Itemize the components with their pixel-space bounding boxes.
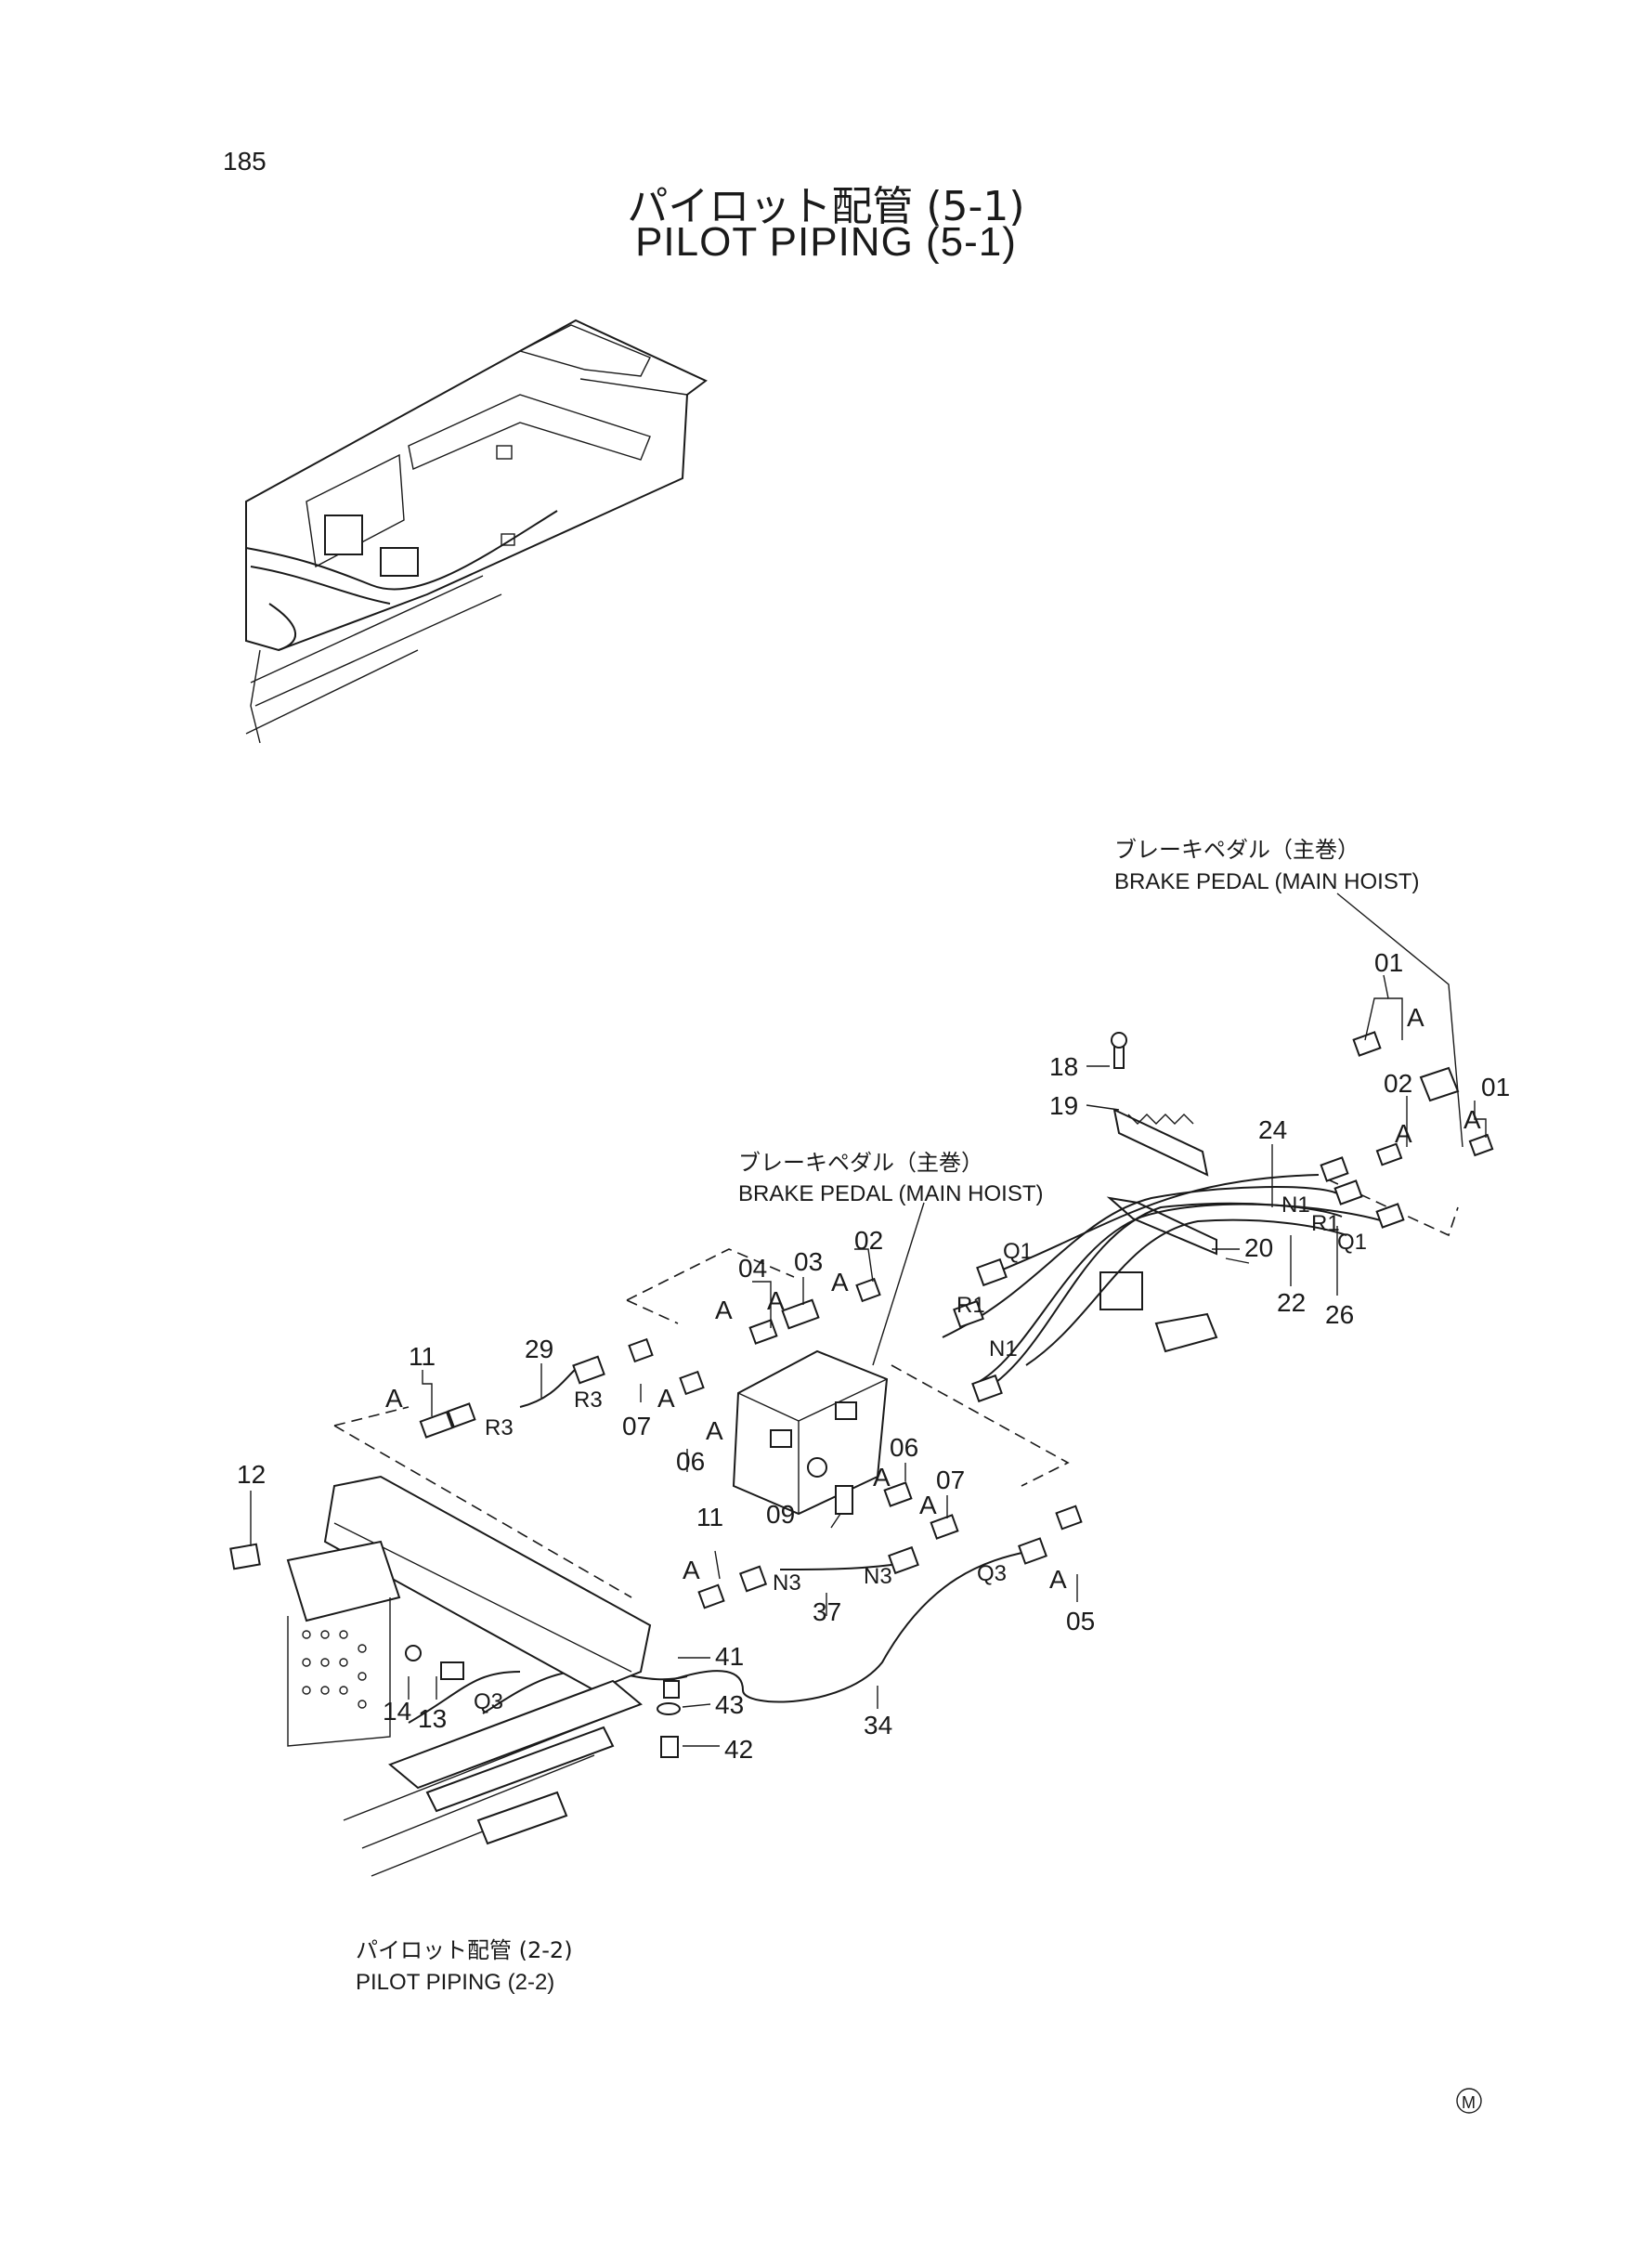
part-number: 34 [864, 1711, 892, 1739]
detail-marker-a: A [1049, 1565, 1067, 1594]
brake-valve-block [732, 1349, 889, 1516]
part-number: 24 [1258, 1115, 1287, 1144]
port-label: R1 [956, 1293, 985, 1318]
port-label: R1 [1311, 1211, 1340, 1236]
part-number: 11 [409, 1342, 436, 1371]
part-number: 07 [622, 1412, 651, 1440]
part-number: 01 [1481, 1073, 1510, 1101]
port-label: N3 [864, 1564, 892, 1589]
part-number: 14 [383, 1697, 411, 1726]
port-label: N1 [1281, 1192, 1310, 1218]
pilot-ref-jp: パイロット配管 (2-2) [356, 1937, 573, 1963]
fittings [229, 1031, 1494, 1758]
detail-marker-a: A [873, 1463, 891, 1492]
detail-marker-a: A [657, 1384, 675, 1413]
detail-marker-a: A [919, 1491, 937, 1519]
detail-markers: A A A A A A A A A A A A A [385, 1003, 1481, 1594]
part-number: 04 [738, 1254, 767, 1283]
detail-marker-a: A [715, 1296, 733, 1324]
part-number: 43 [715, 1690, 744, 1719]
callout-brake-pedal-top: ブレーキペダル（主巻） BRAKE PEDAL (MAIN HOIST) [1114, 837, 1420, 894]
dashed-boundaries [333, 1179, 1459, 1598]
port-label: R3 [485, 1415, 514, 1440]
part-number: 01 [1374, 948, 1403, 977]
part-number: 11 [696, 1503, 723, 1531]
part-number: 22 [1277, 1288, 1306, 1317]
part-number: 06 [890, 1433, 918, 1462]
part-number: 29 [525, 1335, 553, 1363]
boom-cylinder [286, 1475, 652, 1877]
page-title-english: PILOT PIPING (5-1) [635, 219, 1017, 265]
part-number: 02 [1384, 1069, 1412, 1098]
page-number: 185 [223, 147, 267, 176]
part-number: 03 [794, 1247, 823, 1276]
corner-mark: M [1456, 2088, 1482, 2114]
part-number: 26 [1325, 1300, 1354, 1329]
detail-marker-a: A [1463, 1105, 1481, 1134]
detail-marker-a: A [683, 1556, 700, 1584]
detail-marker-a: A [1395, 1119, 1412, 1148]
part-number: 19 [1049, 1091, 1078, 1120]
port-label: N1 [989, 1336, 1018, 1362]
detail-marker-a: A [706, 1416, 723, 1445]
brake-pedal-mid-jp: ブレーキペダル（主巻） [738, 1150, 983, 1176]
pedal-bracket [1099, 1032, 1460, 1353]
part-number: 07 [936, 1466, 965, 1494]
part-number: 41 [715, 1642, 744, 1671]
part-number: 06 [676, 1447, 705, 1476]
hose-routing [408, 1174, 1385, 1724]
brake-pedal-top-jp: ブレーキペダル（主巻） [1114, 837, 1359, 863]
part-number: 09 [766, 1500, 795, 1529]
machine-overview-sketch [245, 319, 708, 744]
detail-marker-a: A [831, 1268, 849, 1296]
port-label: Q3 [977, 1561, 1007, 1586]
page-title-japanese: パイロット配管 (5-1) [627, 183, 1025, 230]
mounting-plate-holes [302, 1630, 367, 1709]
detail-marker-a: A [767, 1286, 785, 1315]
brake-pedal-top-en: BRAKE PEDAL (MAIN HOIST) [1114, 869, 1420, 894]
corner-mark-letter: M [1462, 2093, 1476, 2112]
brake-pedal-mid-en: BRAKE PEDAL (MAIN HOIST) [738, 1181, 1044, 1206]
part-number-labels: 01 01 02 02 03 04 05 06 06 07 07 09 11 1… [237, 948, 1510, 1764]
part-number: 18 [1049, 1052, 1078, 1081]
port-label: Q3 [474, 1689, 503, 1714]
port-labels: N1 N1 R1 R1 Q1 Q1 R3 R3 N3 N3 Q3 Q3 [474, 1192, 1367, 1714]
part-number: 20 [1244, 1233, 1273, 1262]
pilot-ref-en: PILOT PIPING (2-2) [356, 1970, 554, 1995]
callout-brake-pedal-mid: ブレーキペダル（主巻） BRAKE PEDAL (MAIN HOIST) [738, 1150, 1044, 1206]
callout-pilot-ref: パイロット配管 (2-2) PILOT PIPING (2-2) [356, 1937, 573, 1995]
port-label: Q1 [1003, 1239, 1033, 1264]
detail-marker-a: A [385, 1384, 403, 1413]
detail-marker-a: A [1407, 1003, 1424, 1032]
part-number: 37 [813, 1597, 841, 1626]
port-label: R3 [574, 1388, 603, 1413]
part-number: 05 [1066, 1607, 1095, 1635]
part-number: 13 [418, 1704, 447, 1733]
part-number: 42 [724, 1735, 753, 1764]
leader-lines [250, 892, 1487, 1747]
port-label: Q1 [1337, 1230, 1367, 1255]
part-number: 02 [854, 1226, 883, 1255]
part-number: 12 [237, 1460, 266, 1489]
port-label: N3 [773, 1570, 801, 1596]
